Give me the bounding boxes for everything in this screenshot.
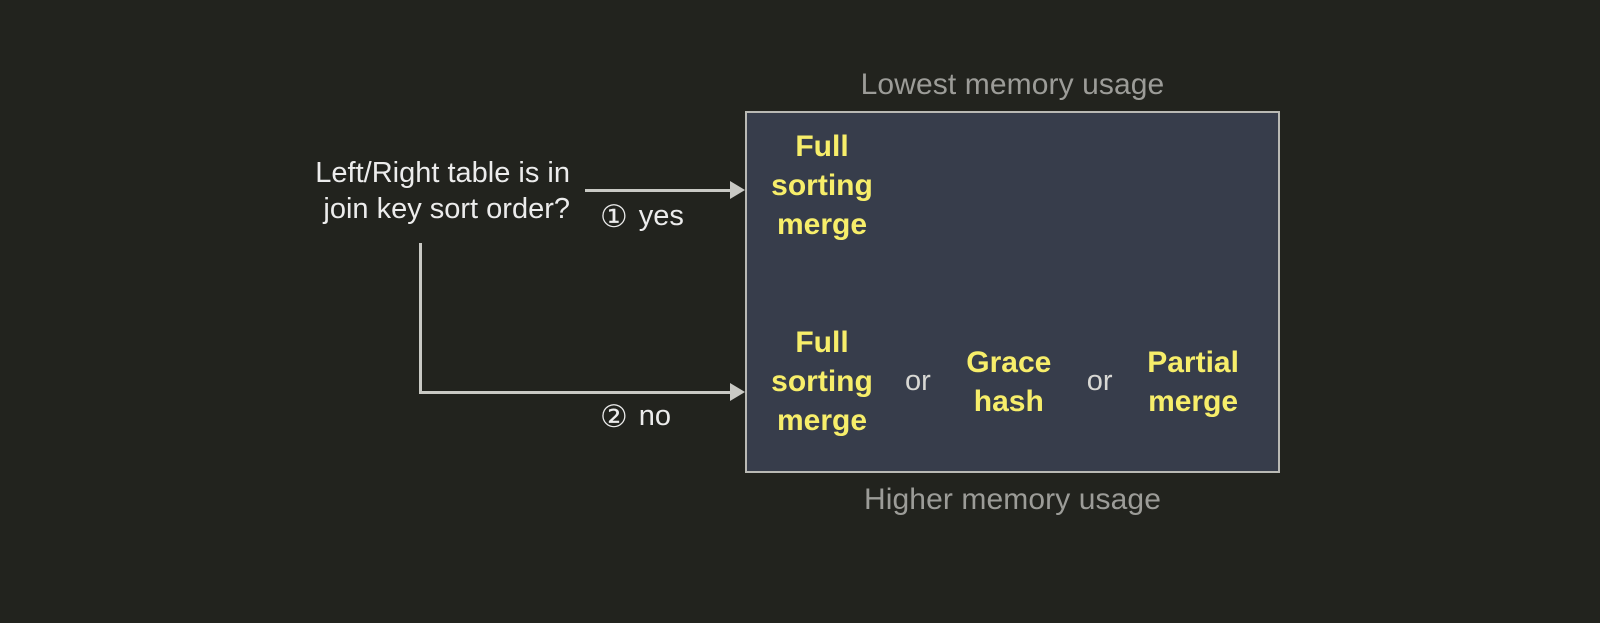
yes-branch-connector [585, 189, 733, 192]
unsorted-branch-result-row: Full sorting merge or Grace hash or Part… [757, 323, 1256, 440]
branch-yes-text: yes [638, 200, 684, 232]
yes-branch-arrowhead-icon [730, 181, 745, 199]
lowest-memory-usage-caption: Lowest memory usage [860, 68, 1165, 101]
circled-number-2-icon: ② [600, 399, 628, 434]
circled-number-1-icon: ① [600, 199, 628, 234]
no-branch-arrowhead-icon [730, 383, 745, 401]
no-branch-connector-horizontal [419, 391, 733, 394]
decision-question: Left/Right table is in join key sort ord… [315, 157, 570, 225]
branch-no-text: no [638, 400, 672, 432]
branch-label-yes: ① yes [600, 200, 684, 233]
option-partial-merge: Partial merge [1147, 345, 1239, 418]
higher-memory-usage-caption: Higher memory usage [863, 483, 1162, 516]
sorted-branch-result-row: Full sorting merge [757, 127, 887, 244]
option-grace-hash: Grace hash [966, 345, 1052, 418]
option-full-sorting-merge-sorted: Full sorting merge [771, 130, 873, 241]
result-panel: Full sorting merge Full sorting merge or… [745, 111, 1280, 473]
option-separator-2: or [1086, 365, 1113, 397]
option-separator-1: or [905, 365, 931, 397]
branch-label-no: ② no [600, 400, 671, 433]
no-branch-connector-vertical [419, 243, 422, 394]
option-full-sorting-merge: Full sorting merge [771, 326, 873, 437]
